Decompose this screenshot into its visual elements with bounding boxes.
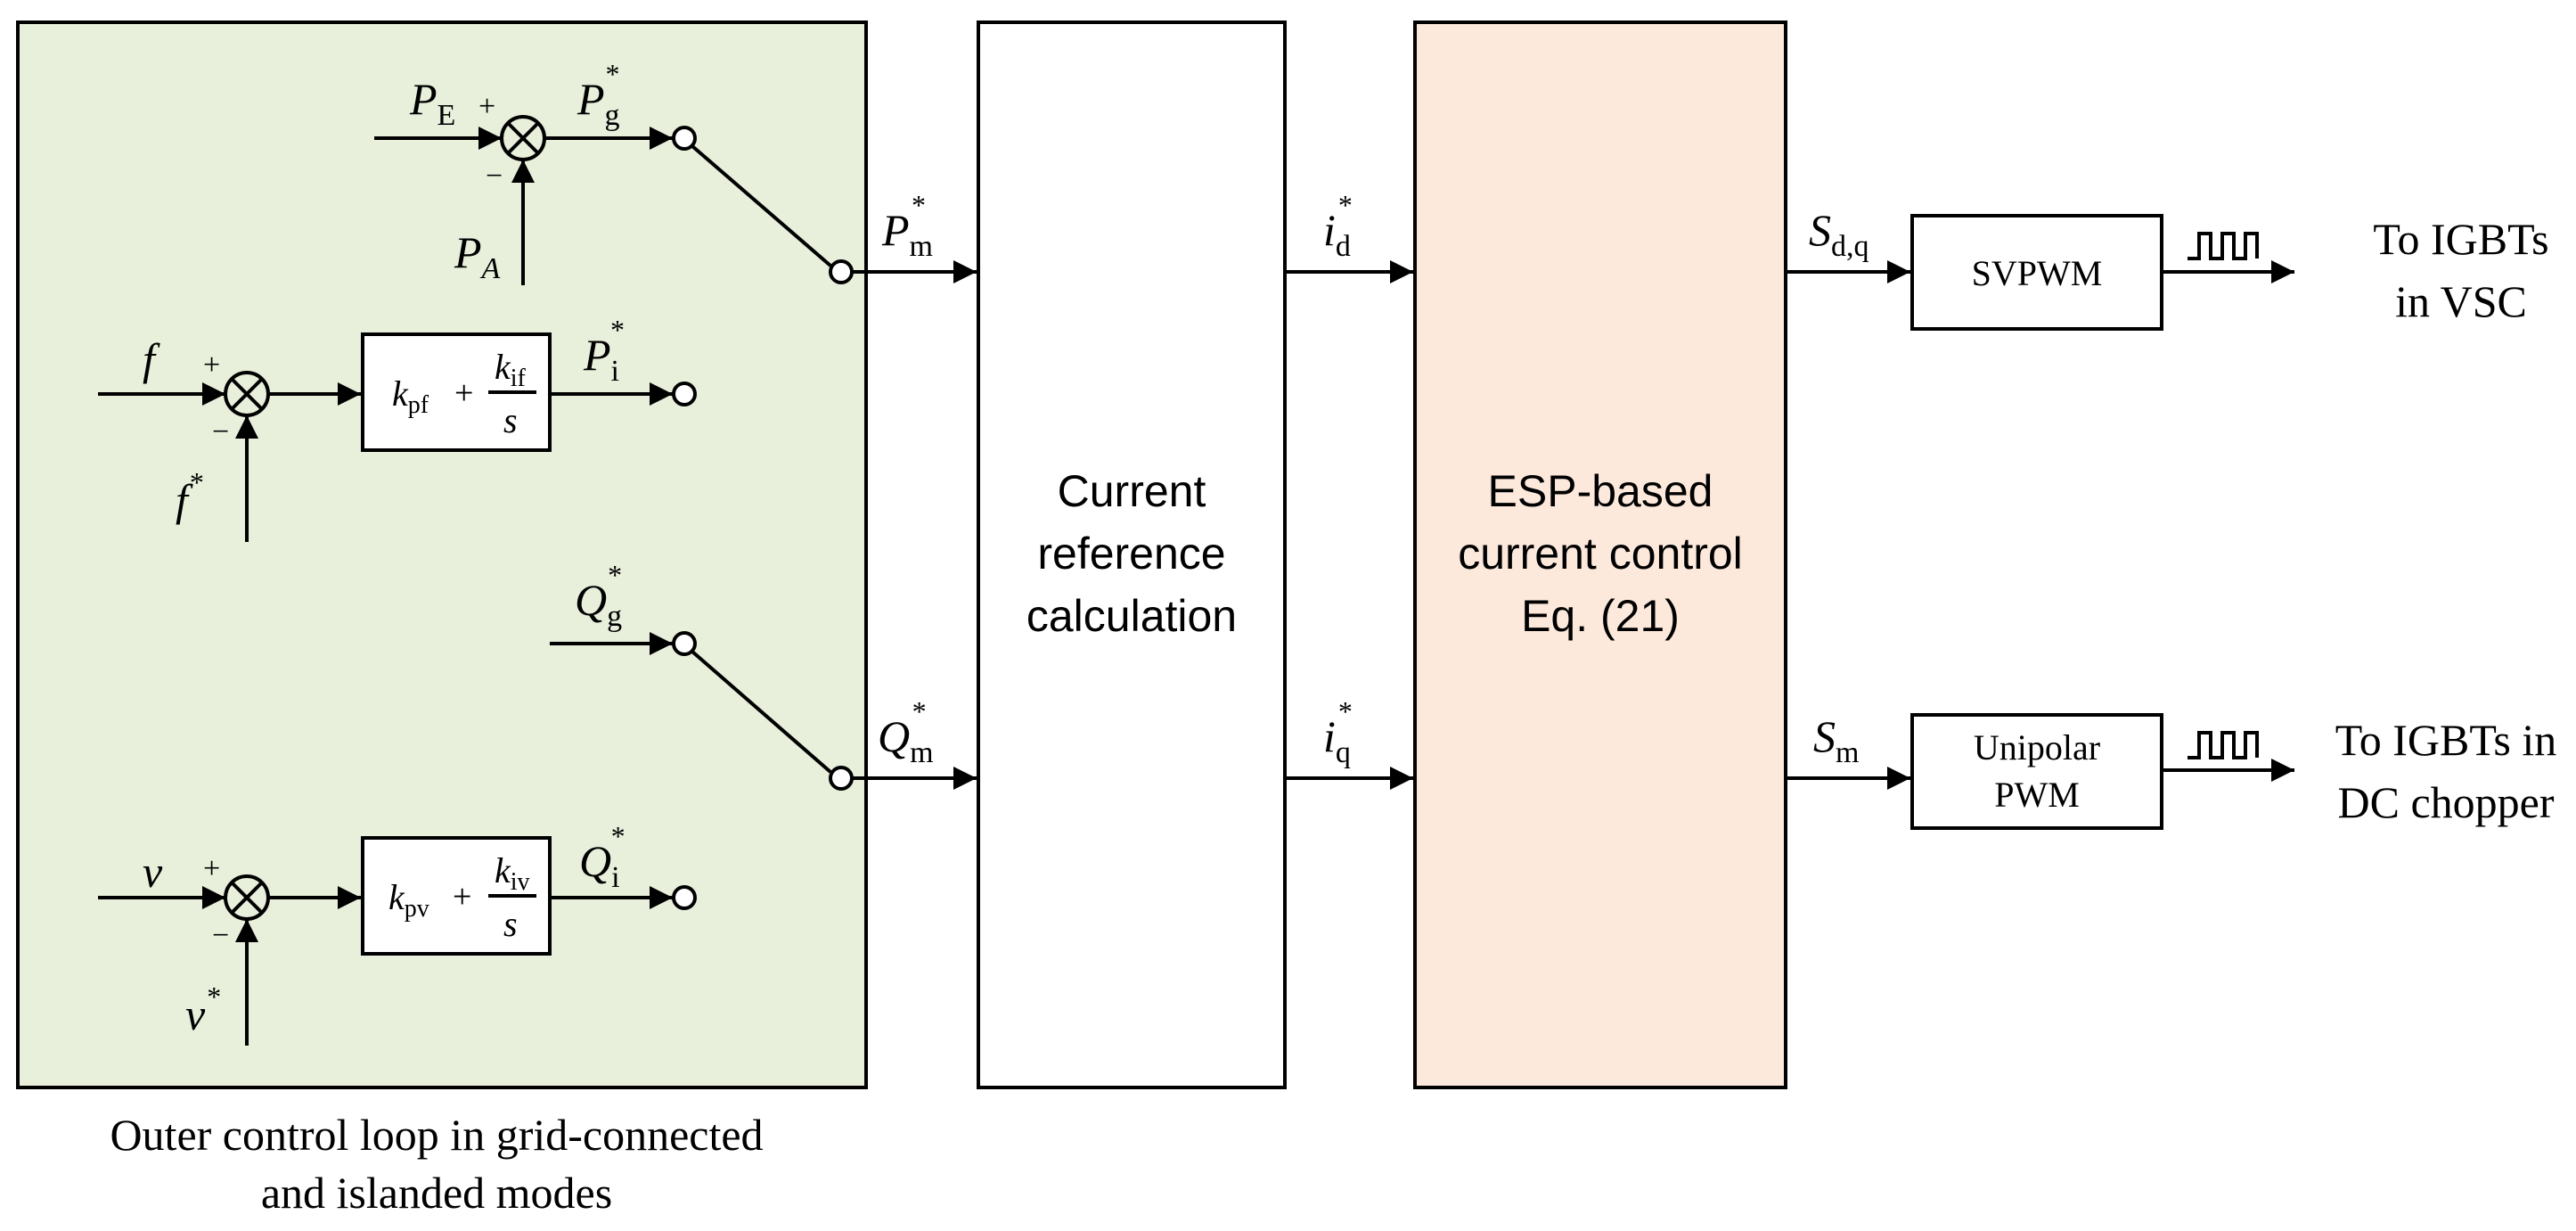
svpwm-label: SVPWM [1972,253,2103,293]
esp-line2: current control [1458,529,1743,579]
esp-line3: Eq. (21) [1521,591,1680,641]
output-vsc-line2: in VSC [2395,276,2527,326]
sum-v-plus: + [203,852,220,885]
pi-v-ki: kiv [495,850,530,896]
label-sdq: Sd,q [1809,205,1869,263]
label-qm: Qm* [878,695,934,769]
sum-f-minus: − [212,415,229,448]
label-pe: PE [409,74,455,132]
sum-p-minus: − [486,160,503,193]
pi-f-den: s [503,400,518,440]
esp-line1: ESP-based [1488,466,1713,516]
pi-f-kp: kpf [392,373,429,419]
unipolar-pwm-block [1910,713,2163,830]
switch-common-p [829,259,854,284]
pi-v-den: s [503,904,518,944]
label-iq: iq* [1323,695,1353,769]
switch-terminal-pi [672,382,697,406]
pi-v-kp: kpv [388,877,429,923]
label-id: id* [1323,189,1353,263]
outer-loop-caption-line1: Outer control loop in grid-connected [110,1110,763,1160]
sum-junction-f-cross-b [230,377,264,411]
sum-p-plus: + [478,90,495,123]
pi-f-plus: + [454,374,473,412]
pi-v-plus: + [453,878,471,915]
pulse-icon-chopper [2188,731,2259,759]
unipolar-label-line1: Unipolar [1974,727,2100,767]
esp-current-control-block [1413,21,1787,1089]
sum-v-minus: − [212,919,229,952]
current-ref-line3: calculation [1026,591,1237,641]
power-mode-switch [691,144,832,267]
current-reference-block [977,21,1287,1089]
sum-f-plus: + [203,349,220,382]
label-sm: Sm [1813,711,1859,769]
switch-terminal-qg [672,631,697,656]
output-chopper-line2: DC chopper [2338,777,2555,827]
outer-loop-caption-line2: and islanded modes [261,1168,612,1218]
sum-junction-v-cross-b [230,881,264,915]
current-ref-line1: Current [1058,466,1206,516]
label-v-ref: v* [185,981,221,1039]
label-pm: Pm* [881,189,933,263]
label-qg: Qg* [575,559,622,633]
current-ref-line2: reference [1037,529,1225,579]
pulse-icon-vsc [2188,232,2259,260]
label-pa: PA [454,227,501,285]
pi-f-ki: kif [495,347,527,392]
output-vsc-line1: To IGBTs [2373,214,2548,264]
switch-terminal-qi [672,885,697,910]
reactive-mode-switch [691,650,832,774]
label-pg: Pg* [577,58,620,132]
switch-terminal-pg [672,126,697,151]
unipolar-label-line2: PWM [1994,775,2080,815]
label-pi: Pi* [583,314,625,388]
output-chopper-line1: To IGBTs in [2335,715,2557,765]
sum-junction-p-cross-b [506,121,540,155]
label-qi: Qi* [579,820,626,894]
label-v: v [143,847,163,897]
switch-common-q [829,766,854,791]
